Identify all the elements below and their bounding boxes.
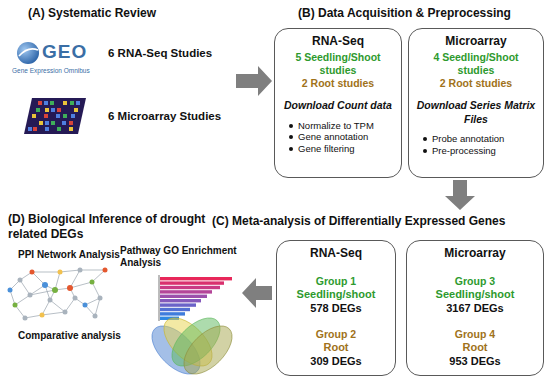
- group-name: Group 2: [283, 328, 389, 341]
- box-heading: RNA-Seq: [283, 246, 389, 261]
- deg-count: 953 DEGs: [413, 355, 537, 369]
- group-name: Group 3: [413, 275, 537, 288]
- network-node: [98, 296, 103, 301]
- network-node: [18, 278, 23, 283]
- analysis-caption: Pathway GO Enrichment Analysis: [120, 245, 252, 269]
- study-count: 6 Microarray Studies: [108, 109, 221, 123]
- enrichment-bar: [160, 303, 196, 306]
- enrichment-bar: [160, 290, 212, 293]
- geo-logo-globe: [17, 42, 39, 64]
- box-heading: RNA-Seq: [281, 34, 395, 49]
- network-node: [13, 303, 18, 308]
- microarray-spots: [36, 101, 74, 131]
- network-node: [78, 268, 83, 273]
- step-item: Gene annotation: [287, 131, 395, 143]
- network-node: [83, 303, 88, 308]
- network-node: [52, 287, 58, 293]
- step-heading: Download Count data: [281, 99, 395, 112]
- step-item: Gene filtering: [287, 143, 395, 155]
- study-count: 2 Root studies: [415, 77, 537, 90]
- flow-arrow: [236, 66, 272, 96]
- panel-title: (B) Data Acquisition & Preprocessing: [298, 6, 511, 21]
- network-node: [30, 270, 35, 275]
- group-name: Group 1: [283, 275, 389, 288]
- step-item: Normalize to TPM: [287, 120, 395, 132]
- study-count: 6 RNA-Seq Studies: [108, 46, 212, 60]
- flow-arrow: [242, 278, 272, 308]
- data-source-box: Microarray 4 Seedling/Shoot studies2 Root…: [408, 28, 544, 178]
- group-name: Group 4: [413, 328, 537, 341]
- panel-title: (D) Biological Inference of drought rela…: [8, 212, 208, 241]
- chart-axis: [159, 275, 160, 321]
- tissue-name: Root: [283, 341, 389, 355]
- microarray-slide: [24, 98, 86, 134]
- deg-count: 578 DEGs: [283, 302, 389, 316]
- network-node: [8, 288, 13, 293]
- network-node: [103, 268, 108, 273]
- enrichment-bar: [160, 277, 232, 280]
- analysis-caption: PPI Network Analysis: [18, 249, 120, 261]
- logo-subtext: Gene Expression Omnibus: [12, 67, 90, 75]
- study-count: 4 Seedling/Shoot studies: [415, 51, 537, 77]
- study-count: 2 Root studies: [281, 77, 395, 90]
- microarray-logo: [24, 98, 86, 134]
- data-source-box: RNA-Seq 5 Seedling/Shoot studies2 Root st…: [274, 28, 402, 178]
- study-count: 5 Seedling/Shoot studies: [281, 51, 395, 77]
- network-node: [40, 313, 45, 318]
- deg-result-box: MicroarrayGroup 3Seedling/shoot3167 DEGs…: [406, 240, 544, 376]
- deg-result-box: RNA-SeqGroup 1Seedling/shoot578 DEGsGrou…: [276, 240, 396, 376]
- step-item: Probe annotation: [421, 133, 537, 145]
- enrichment-bar: [160, 281, 224, 284]
- box-heading: Microarray: [415, 34, 537, 49]
- logo-text: GEO: [42, 40, 87, 63]
- microarray-spots: [28, 101, 80, 131]
- enrichment-bar: [160, 295, 207, 298]
- step-item: Pre-processing: [421, 145, 537, 157]
- enrichment-bar: [160, 308, 190, 311]
- microarray-spots: [33, 101, 73, 131]
- network-node: [48, 298, 53, 303]
- panel-title: (A) Systematic Review: [28, 6, 156, 21]
- network-node: [23, 316, 28, 321]
- network-node: [58, 270, 63, 275]
- tissue-name: Root: [413, 341, 537, 355]
- step-heading: Download Series Matrix Files: [415, 99, 537, 125]
- analysis-caption: Comparative analysis: [18, 330, 121, 342]
- tissue-name: Seedling/shoot: [283, 288, 389, 302]
- deg-count: 309 DEGs: [283, 355, 389, 369]
- panel-title: (C) Meta-analysis of Differentially Expr…: [212, 214, 505, 229]
- venn-set: [175, 317, 240, 380]
- network-node: [63, 310, 68, 315]
- network-node: [93, 314, 98, 319]
- network-node: [73, 296, 78, 301]
- geo-logo-swoosh: [19, 49, 38, 56]
- network-node: [67, 285, 73, 291]
- enrichment-bar: [160, 299, 201, 302]
- enrichment-bar: [160, 312, 185, 315]
- tissue-name: Seedling/shoot: [413, 288, 537, 302]
- network-node: [42, 282, 48, 288]
- flow-arrow: [445, 180, 475, 210]
- network-edges: [10, 270, 105, 318]
- box-heading: Microarray: [413, 246, 537, 261]
- network-node: [28, 293, 33, 298]
- enrichment-bar: [160, 286, 220, 289]
- deg-count: 3167 DEGs: [413, 302, 537, 316]
- network-node: [90, 280, 95, 285]
